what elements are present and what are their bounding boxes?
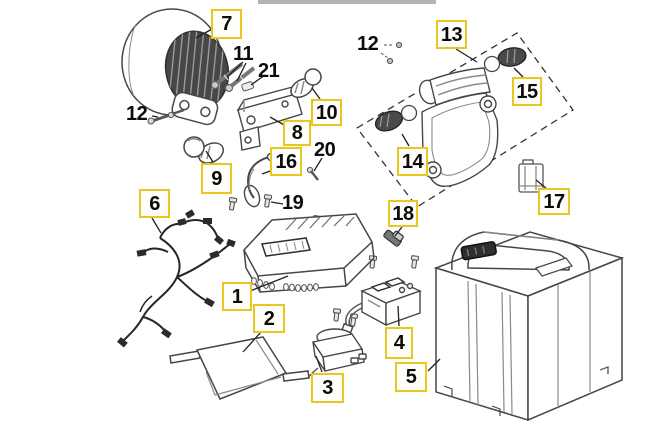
clip-16 xyxy=(243,152,276,208)
headlamp-illustration xyxy=(121,8,230,126)
part-callout-11: 11 xyxy=(233,43,254,65)
leader-lines xyxy=(151,28,547,373)
fuse-18 xyxy=(383,229,404,247)
spacer-21 xyxy=(241,81,254,92)
part-callout-6: 6 xyxy=(139,189,170,218)
relay-illustration xyxy=(341,277,422,334)
part-callout-2: 2 xyxy=(253,304,285,333)
part-callout-1: 1 xyxy=(222,282,252,311)
scan-artifact-bar xyxy=(258,0,436,4)
part-callout-9: 9 xyxy=(201,163,232,194)
part-callout-16: 16 xyxy=(270,147,302,176)
plate-17 xyxy=(518,159,544,193)
part-callout-15: 15 xyxy=(512,77,542,106)
screws-12-left xyxy=(147,108,185,125)
bracket-8 xyxy=(236,83,303,151)
motor-illustration xyxy=(169,336,310,400)
part-callout-7: 7 xyxy=(211,9,242,39)
taillight-illustration xyxy=(418,67,499,187)
part-callout-20: 20 xyxy=(314,139,336,161)
bulb-15 xyxy=(483,47,527,73)
screw-20 xyxy=(306,166,319,181)
part-callout-12-right: 12 xyxy=(357,33,379,55)
battery-illustration xyxy=(433,231,625,422)
bulb-9 xyxy=(183,136,224,164)
part-callout-10: 10 xyxy=(311,99,342,126)
part-callout-18: 18 xyxy=(388,200,418,227)
part-callout-8: 8 xyxy=(283,120,311,146)
screws-12-right xyxy=(380,41,403,65)
part-callout-12-left: 12 xyxy=(126,103,148,125)
part-callout-13: 13 xyxy=(436,20,467,49)
controller-illustration xyxy=(243,213,375,293)
part-callout-5: 5 xyxy=(395,362,427,392)
part-callout-21: 21 xyxy=(258,60,280,82)
part-callout-14: 14 xyxy=(397,147,428,176)
wiring-harness-illustration xyxy=(117,209,236,348)
part-callout-17: 17 xyxy=(538,188,570,215)
bulb-10 xyxy=(290,68,322,99)
horn-illustration xyxy=(307,328,367,379)
taillight-dashed-box xyxy=(356,32,574,208)
part-callout-3: 3 xyxy=(311,373,344,403)
part-callout-4: 4 xyxy=(385,327,413,359)
bulb-14 xyxy=(374,104,418,132)
part-callout-19: 19 xyxy=(282,192,304,214)
